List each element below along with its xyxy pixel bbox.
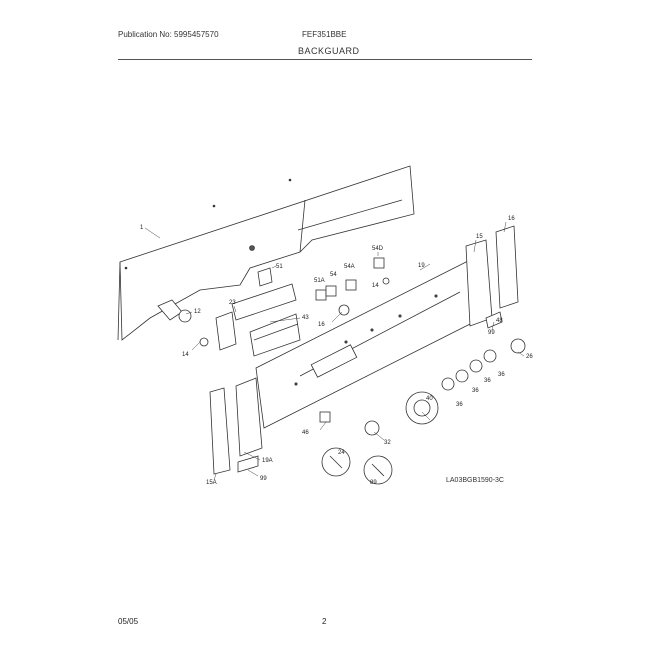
- label-54a: 54A: [344, 264, 355, 270]
- end-cap-part-15: [465, 239, 493, 327]
- leader-lines: [144, 221, 525, 481]
- label-36-c: 36: [472, 388, 479, 394]
- label-1: 1: [140, 225, 144, 231]
- label-99-left: 99: [260, 476, 267, 482]
- label-19a: 19A: [262, 458, 273, 464]
- label-51: 51: [276, 264, 283, 270]
- part-labels: 1 15 16 19 51 54D 54A 51A 54 14 14 12 23…: [140, 216, 533, 486]
- drawing-code: LA03BGB1590-3C: [446, 477, 504, 484]
- label-19: 19: [418, 263, 425, 269]
- clip-part-48: [485, 311, 503, 329]
- screw-part-14: [199, 277, 390, 347]
- control-board-part-43: [249, 313, 301, 357]
- label-36-b: 36: [484, 378, 491, 384]
- label-46: 46: [302, 430, 309, 436]
- label-89: 89: [370, 480, 377, 486]
- label-15: 15: [476, 234, 483, 240]
- label-32: 32: [384, 440, 391, 446]
- label-36-d: 36: [456, 402, 463, 408]
- label-48: 48: [496, 318, 503, 324]
- label-24: 24: [338, 450, 345, 456]
- label-23: 23: [229, 300, 236, 306]
- knobs-part-36: [441, 349, 497, 391]
- end-cap-part-19a: [235, 377, 263, 457]
- backguard-rear-panel: [117, 165, 415, 341]
- footer-date: 05/05: [118, 617, 139, 626]
- label-51a: 51A: [314, 278, 325, 284]
- label-16-center: 16: [318, 322, 325, 328]
- knob-part-40: [405, 391, 439, 425]
- bracket-part-46: [319, 411, 331, 423]
- label-12: 12: [194, 309, 201, 315]
- section-title: BACKGUARD: [298, 46, 360, 56]
- end-trim-part-16: [495, 225, 519, 309]
- knob-part-26: [510, 338, 526, 354]
- label-40: 40: [426, 396, 433, 402]
- end-trim-part-15a: [209, 387, 231, 475]
- label-15a: 15A: [206, 480, 217, 486]
- clip-part-99: [237, 455, 259, 473]
- knob-part-32: [364, 420, 380, 436]
- knob-part-89: [363, 455, 393, 485]
- label-54d: 54D: [372, 246, 384, 252]
- label-43: 43: [302, 315, 309, 321]
- model-number: FEF351BBE: [302, 30, 347, 39]
- label-54: 54: [330, 272, 337, 278]
- label-26: 26: [526, 354, 533, 360]
- header-rule: [118, 59, 532, 60]
- publication-number: Publication No: 5995457570: [118, 30, 219, 39]
- label-14-left: 14: [182, 352, 189, 358]
- label-16: 16: [508, 216, 515, 222]
- label-99-right: 99: [488, 330, 495, 336]
- connector-part-12: [157, 299, 192, 323]
- label-14-right: 14: [372, 283, 379, 289]
- footer-page-number: 2: [322, 617, 327, 626]
- switch-part-51: [257, 267, 273, 287]
- knob-part-24: [321, 447, 351, 477]
- bracket-part-23: [215, 283, 297, 351]
- label-36-a: 36: [498, 372, 505, 378]
